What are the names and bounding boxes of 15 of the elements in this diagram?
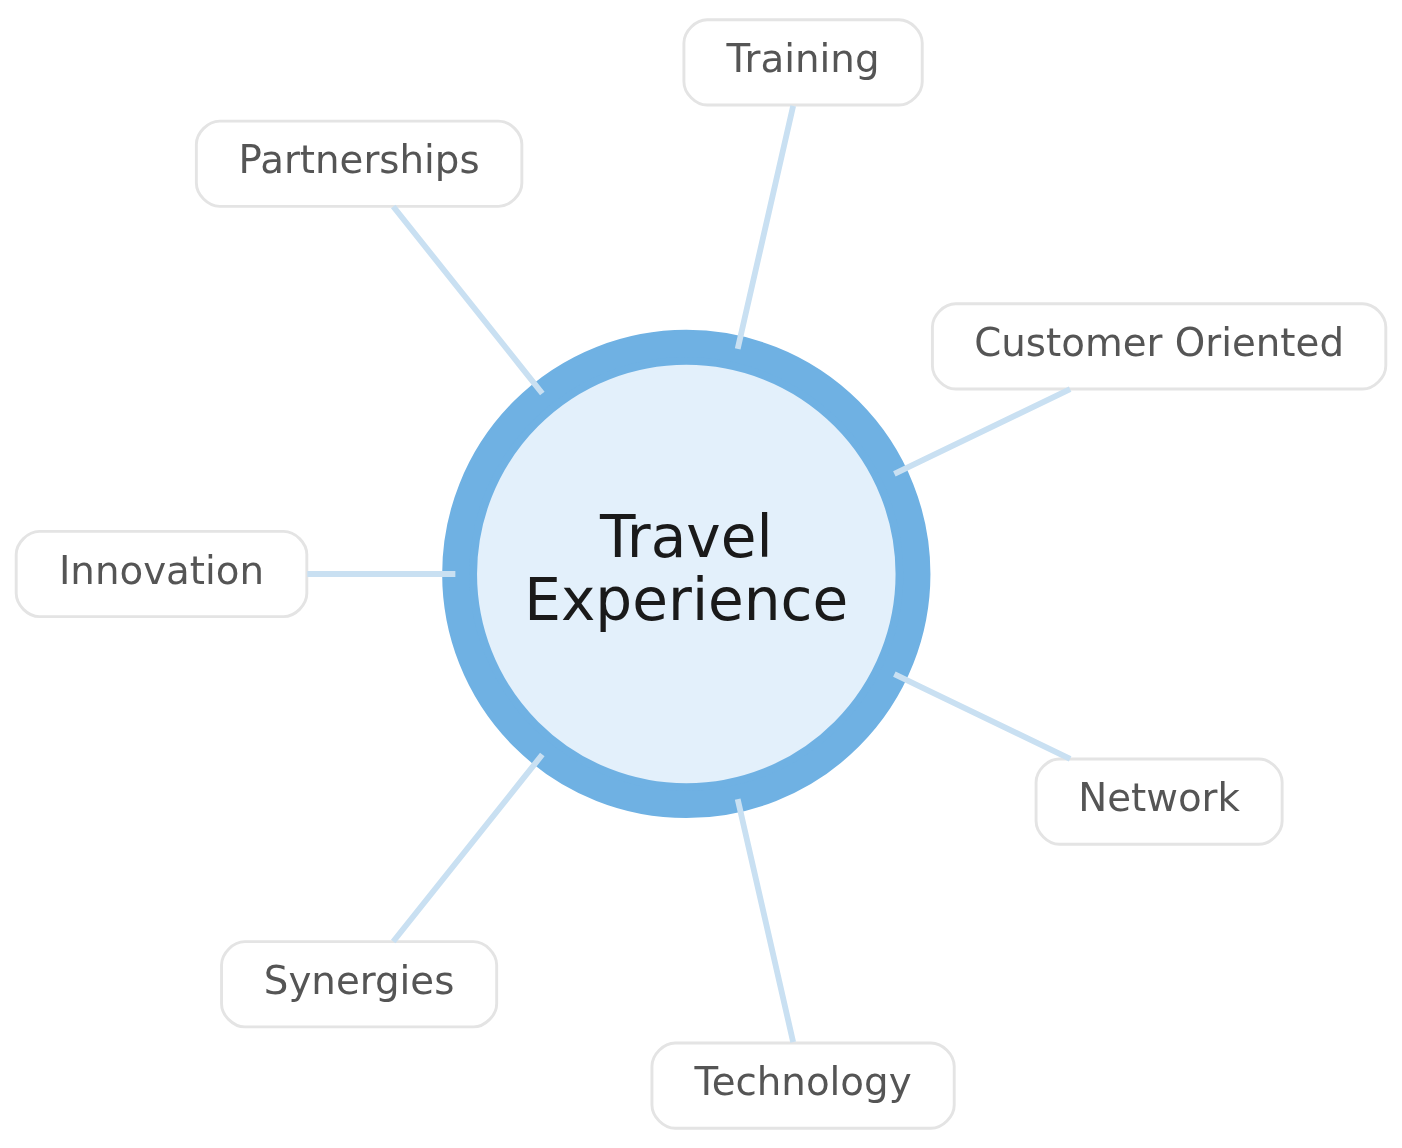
connector [734,105,796,350]
node-box: Network [1034,757,1284,846]
node-box: Customer Oriented [930,302,1388,391]
node-box: Partnerships [194,119,524,208]
node-box: Technology [650,1041,956,1130]
connector [893,671,1072,762]
node-box: Synergies [220,940,499,1029]
connector [390,752,545,944]
connector [390,204,545,396]
connector [734,798,796,1043]
node-box: Innovation [14,529,309,619]
connector [307,571,456,577]
node-circle: Travel Experience [442,329,931,819]
node-box: Training [682,18,924,107]
connector [893,386,1072,477]
